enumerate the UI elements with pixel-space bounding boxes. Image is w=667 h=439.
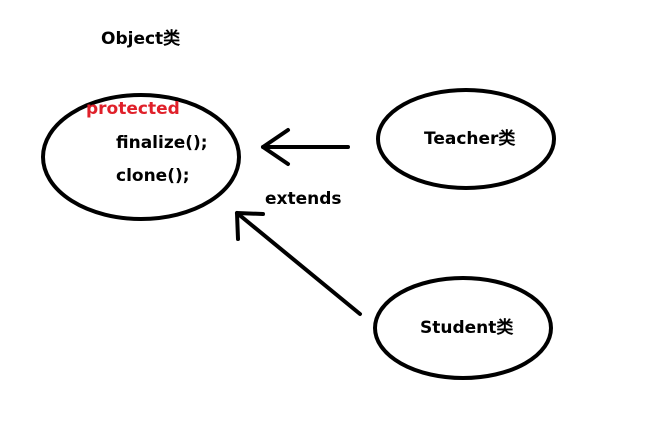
object-class-ellipse xyxy=(41,93,241,221)
student-arrow-head xyxy=(235,211,265,241)
teacher-class-label: Teacher类 xyxy=(424,128,516,149)
student-arrow-shaft xyxy=(235,211,362,316)
student-class-ellipse xyxy=(373,276,553,380)
teacher-class-ellipse xyxy=(376,88,556,190)
extends-label: extends xyxy=(265,189,342,209)
teacher-arrow-head xyxy=(261,128,290,166)
object-modifier-label: protected xyxy=(86,99,180,119)
teacher-class-node: Teacher类 xyxy=(376,88,556,190)
student-class-node: Student类 xyxy=(373,276,553,380)
object-method-finalize: finalize(); xyxy=(116,133,208,153)
student-class-label: Student类 xyxy=(420,317,514,338)
object-class-node: protected finalize(); clone(); xyxy=(41,93,241,221)
teacher-extends-arrow xyxy=(261,128,350,166)
student-extends-arrow xyxy=(235,211,362,316)
object-method-clone: clone(); xyxy=(116,166,190,186)
object-class-title: Object类 xyxy=(101,28,181,49)
